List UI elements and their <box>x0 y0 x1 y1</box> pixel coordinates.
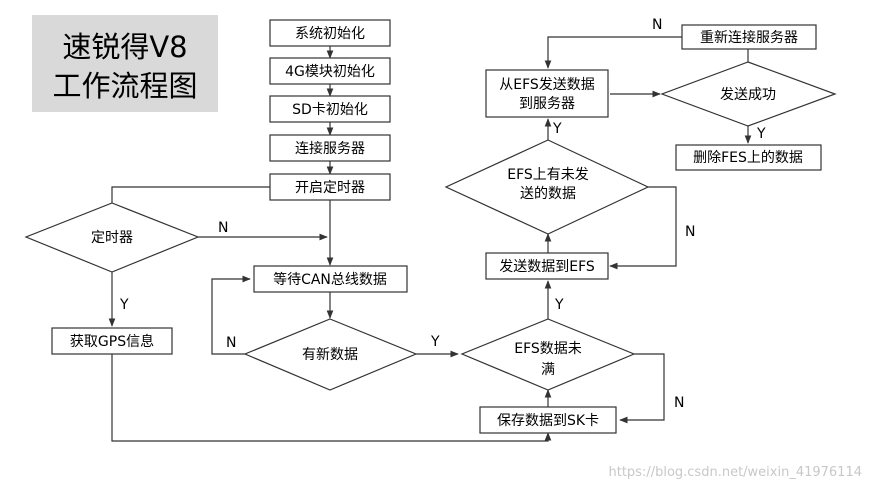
node-reconnect: 重新连接服务器 <box>681 24 817 50</box>
node-efs-unsent-label-1: EFS上有未发 <box>507 167 589 183</box>
node-efs-unsent: EFS上有未发 送的数据 <box>444 139 650 235</box>
node-send-success-label: 发送成功 <box>720 87 776 103</box>
node-efs-not-full: EFS数据未 满 <box>460 318 636 391</box>
node-send-success: 发送成功 <box>660 61 837 127</box>
node-send-server-label-2: 到服务器 <box>519 96 575 112</box>
title-background <box>32 15 218 112</box>
node-send-server-label-1: 从EFS发送数据 <box>499 77 595 93</box>
node-module-init-label: 4G模块初始化 <box>285 63 375 80</box>
edge-label-success-n: N <box>652 17 662 33</box>
title-line-1: 速锐得V8 <box>62 30 187 64</box>
arrow-efsfull-n <box>619 353 665 424</box>
node-sd-init: SD卡初始化 <box>269 95 391 123</box>
title-block: 速锐得V8 工作流程图 <box>32 15 218 112</box>
node-delete-fes-label: 删除FES上的数据 <box>693 150 803 166</box>
node-has-new-data-label: 有新数据 <box>302 347 358 363</box>
node-reconnect-label: 重新连接服务器 <box>700 29 798 46</box>
edge-label-efsfull-n: N <box>674 395 684 411</box>
line-starttimer-to-timer <box>111 186 270 203</box>
node-delete-fes: 删除FES上的数据 <box>675 144 822 171</box>
node-get-gps-label: 获取GPS信息 <box>70 333 154 350</box>
node-wait-can-label: 等待CAN总线数据 <box>273 271 387 288</box>
watermark-text: https://blog.csdn.net/weixin_41976114 <box>608 465 862 480</box>
node-get-gps: 获取GPS信息 <box>51 327 173 355</box>
node-sys-init: 系统初始化 <box>269 19 391 47</box>
node-timer-label: 定时器 <box>91 230 133 246</box>
node-send-server: 从EFS发送数据 到服务器 <box>485 69 609 118</box>
title-line-2: 工作流程图 <box>52 69 197 103</box>
edge-label-success-y: Y <box>756 126 766 142</box>
node-has-new-data: 有新数据 <box>243 318 418 391</box>
edge-label-unsent-n: N <box>685 224 695 240</box>
edge-label-unsent-y: Y <box>552 121 562 137</box>
edge-label-newdata-n: N <box>226 335 236 351</box>
node-start-timer-label: 开启定时器 <box>295 180 365 196</box>
node-start-timer: 开启定时器 <box>269 173 391 201</box>
node-efs-not-full-label-1: EFS数据未 <box>514 341 582 357</box>
node-send-efs-label: 发送数据到EFS <box>499 259 595 275</box>
edge-label-timer-n: N <box>218 220 228 236</box>
edge-label-timer-y: Y <box>119 297 129 313</box>
arrow-newdata-n <box>211 275 251 355</box>
node-sd-init-label: SD卡初始化 <box>292 101 368 118</box>
node-efs-not-full-label-2: 满 <box>541 362 555 378</box>
node-connect-server-label: 连接服务器 <box>295 140 365 157</box>
arrow-reconnect-to-server <box>544 36 682 69</box>
node-save-sk: 保存数据到SK卡 <box>479 406 617 434</box>
node-module-init: 4G模块初始化 <box>269 57 391 85</box>
arrow-unsent-n <box>609 186 677 270</box>
node-save-sk-label: 保存数据到SK卡 <box>497 413 599 429</box>
node-timer: 定时器 <box>24 202 200 273</box>
edge-label-efsfull-y: Y <box>554 297 564 313</box>
edge-label-newdata-y: Y <box>430 334 440 350</box>
node-efs-unsent-label-2: 送的数据 <box>520 186 576 202</box>
arrow-gps-to-save <box>111 354 552 442</box>
node-sys-init-label: 系统初始化 <box>295 25 365 42</box>
node-wait-can: 等待CAN总线数据 <box>253 265 408 293</box>
node-send-efs: 发送数据到EFS <box>485 252 609 280</box>
node-connect-server: 连接服务器 <box>269 134 391 162</box>
